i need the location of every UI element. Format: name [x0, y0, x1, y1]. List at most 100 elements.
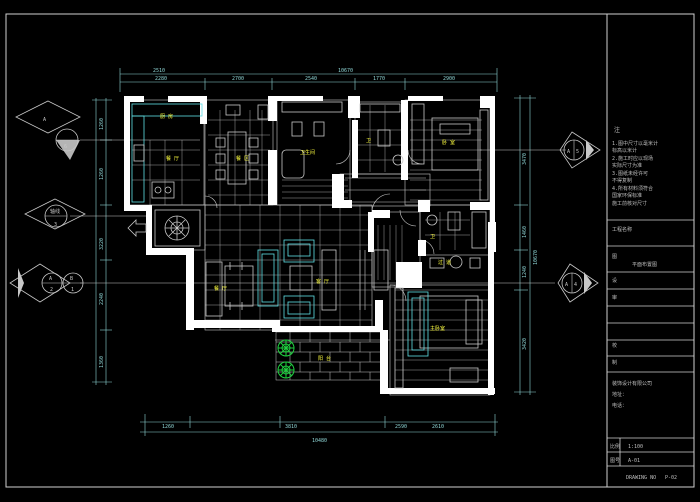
walls — [124, 96, 496, 395]
company-line: 电话： — [612, 402, 627, 409]
chair — [215, 169, 226, 180]
axis-marker-top: 4 — [574, 282, 577, 288]
axis-marker-bottom: 6 — [64, 144, 67, 150]
sink-icon — [133, 144, 145, 162]
bathtub — [281, 149, 305, 179]
company-line: 地址： — [612, 391, 627, 398]
dim-left: 2240 — [99, 293, 105, 305]
plants — [277, 339, 295, 379]
sheet-value: A-01 — [628, 458, 640, 464]
master-bed — [419, 295, 479, 349]
armchair — [283, 295, 315, 319]
axis-markers-right: 5 A 4 A — [557, 131, 601, 303]
dim-left: 1360 — [99, 356, 105, 368]
toilet-icon — [313, 121, 325, 137]
notes-title: 注 — [614, 126, 620, 134]
note-line: 2.施工时应以现场 — [612, 155, 653, 162]
right-dimensions: 3470 1460 1240 3420 10670 — [514, 95, 539, 395]
chair — [248, 169, 259, 180]
furniture — [127, 101, 489, 389]
company-line: 装饰设计有限公司 — [612, 380, 652, 387]
dim-top-total: 10670 — [338, 68, 353, 74]
dim-right: 3420 — [522, 338, 528, 350]
axis-marker-top: A — [49, 276, 52, 282]
sofa — [257, 249, 279, 307]
interior-lines — [127, 99, 491, 396]
dim-bottom: 3810 — [285, 424, 297, 430]
axis-lines — [70, 139, 566, 284]
room-label-living: 客 厅 — [316, 278, 329, 285]
room-label-balcony: 阳 台 — [318, 355, 331, 362]
dim-top-sub: 2280 — [155, 76, 167, 82]
axis-marker-top: A — [43, 117, 46, 123]
coffee-table — [289, 265, 313, 291]
note-line: 标高以米计 — [612, 147, 637, 154]
project-label: 工程名称 — [612, 226, 632, 233]
room-labels: 厨 房 餐 厅 餐 区 卫生间 卫 卧 室 卫 过 道 客 厅 餐 厅 主卧室 … — [160, 113, 455, 362]
entrance-rug — [154, 209, 201, 247]
scale-value: 1:100 — [628, 444, 643, 450]
chair — [248, 153, 259, 164]
dim-bottom: 2590 — [395, 424, 407, 430]
axis-marker-top: B — [70, 276, 73, 282]
dim-top: 1770 — [373, 76, 385, 82]
dim-right-total: 10670 — [533, 250, 539, 265]
note-line: 国家环保标准 — [612, 192, 642, 199]
axis-marker-bottom: A — [567, 149, 570, 155]
dim-top: 2540 — [305, 76, 317, 82]
floor-plan: 厨 房 餐 厅 餐 区 卫生间 卫 卧 室 卫 过 道 客 厅 餐 厅 主卧室 … — [124, 96, 496, 396]
row-label: 设 — [612, 277, 617, 284]
room-label-ws: 卫 — [430, 234, 435, 240]
room-label-bath2: 卫 — [366, 138, 371, 144]
sofa — [407, 291, 429, 357]
stove-icon — [151, 181, 175, 199]
axis-marker-top: 轴线 — [50, 208, 60, 215]
axis-marker-bottom: 3 — [54, 222, 57, 228]
chair — [215, 153, 226, 164]
scale-label: 比例 — [610, 443, 620, 450]
dim-left: 1260 — [99, 168, 105, 180]
drawing-name: 平面布置图 — [632, 261, 657, 268]
armchair — [283, 239, 315, 263]
room-label-bath1: 卫生间 — [300, 149, 315, 156]
title-block: 注 1.图中尺寸以毫米计 标高以米计 2.施工时应以现场 实际尺寸为准 3.图纸… — [607, 126, 694, 481]
dim-left: 1260 — [99, 118, 105, 130]
toilet-icon — [291, 121, 303, 137]
note-line: 4.所有材料须符合 — [612, 185, 653, 192]
top-dimensions: 10670 2510 2700 2540 1770 2900 2280 — [119, 68, 498, 92]
dim-right: 1460 — [522, 226, 528, 238]
armchair — [449, 367, 479, 383]
outer-border — [5, 13, 695, 488]
dim-bottom-total: 10480 — [312, 438, 327, 444]
drawing-name-label: 图 — [612, 254, 617, 260]
dim-top: 2900 — [443, 76, 455, 82]
left-dimensions: 1260 1260 3220 2240 1360 — [92, 98, 112, 385]
drawing-no-value: P-02 — [665, 475, 677, 481]
dim-top: 2700 — [232, 76, 244, 82]
drawing-no-label: DRAWING NO — [626, 475, 656, 481]
note-line: 3.图纸未经许可 — [612, 170, 648, 177]
axis-markers-left: A 6 轴线 3 A 2 B 1 — [9, 100, 86, 303]
axis-marker-bottom: 1 — [71, 287, 74, 293]
chair — [215, 137, 226, 148]
kitchen-counter — [131, 103, 203, 117]
axis-marker-top: 5 — [576, 149, 579, 155]
room-label-passage: 过 道 — [438, 259, 451, 266]
chair — [248, 137, 259, 148]
row-label: 校 — [612, 342, 617, 349]
note-line: 不得复制 — [612, 177, 632, 184]
room-label-bed2: 卧 室 — [442, 139, 455, 146]
row-label: 制 — [612, 359, 617, 366]
bottom-dimensions: 1260 3810 2590 2610 10480 — [140, 414, 498, 444]
room-label-dining: 餐 厅 — [166, 155, 179, 162]
axis-marker-bottom: 2 — [50, 287, 53, 293]
room-label-dining2: 餐 区 — [236, 155, 249, 162]
sheet-label: 图号 — [610, 458, 620, 464]
entry-arrow-icon — [127, 219, 147, 237]
note-line: 1.图中尺寸以毫米计 — [612, 140, 658, 147]
row-label: 审 — [612, 294, 617, 301]
axis-marker-bottom: A — [565, 282, 568, 288]
room-label-dining-area: 餐 厅 — [214, 285, 227, 292]
note-line: 施工前核对尺寸 — [612, 200, 647, 207]
